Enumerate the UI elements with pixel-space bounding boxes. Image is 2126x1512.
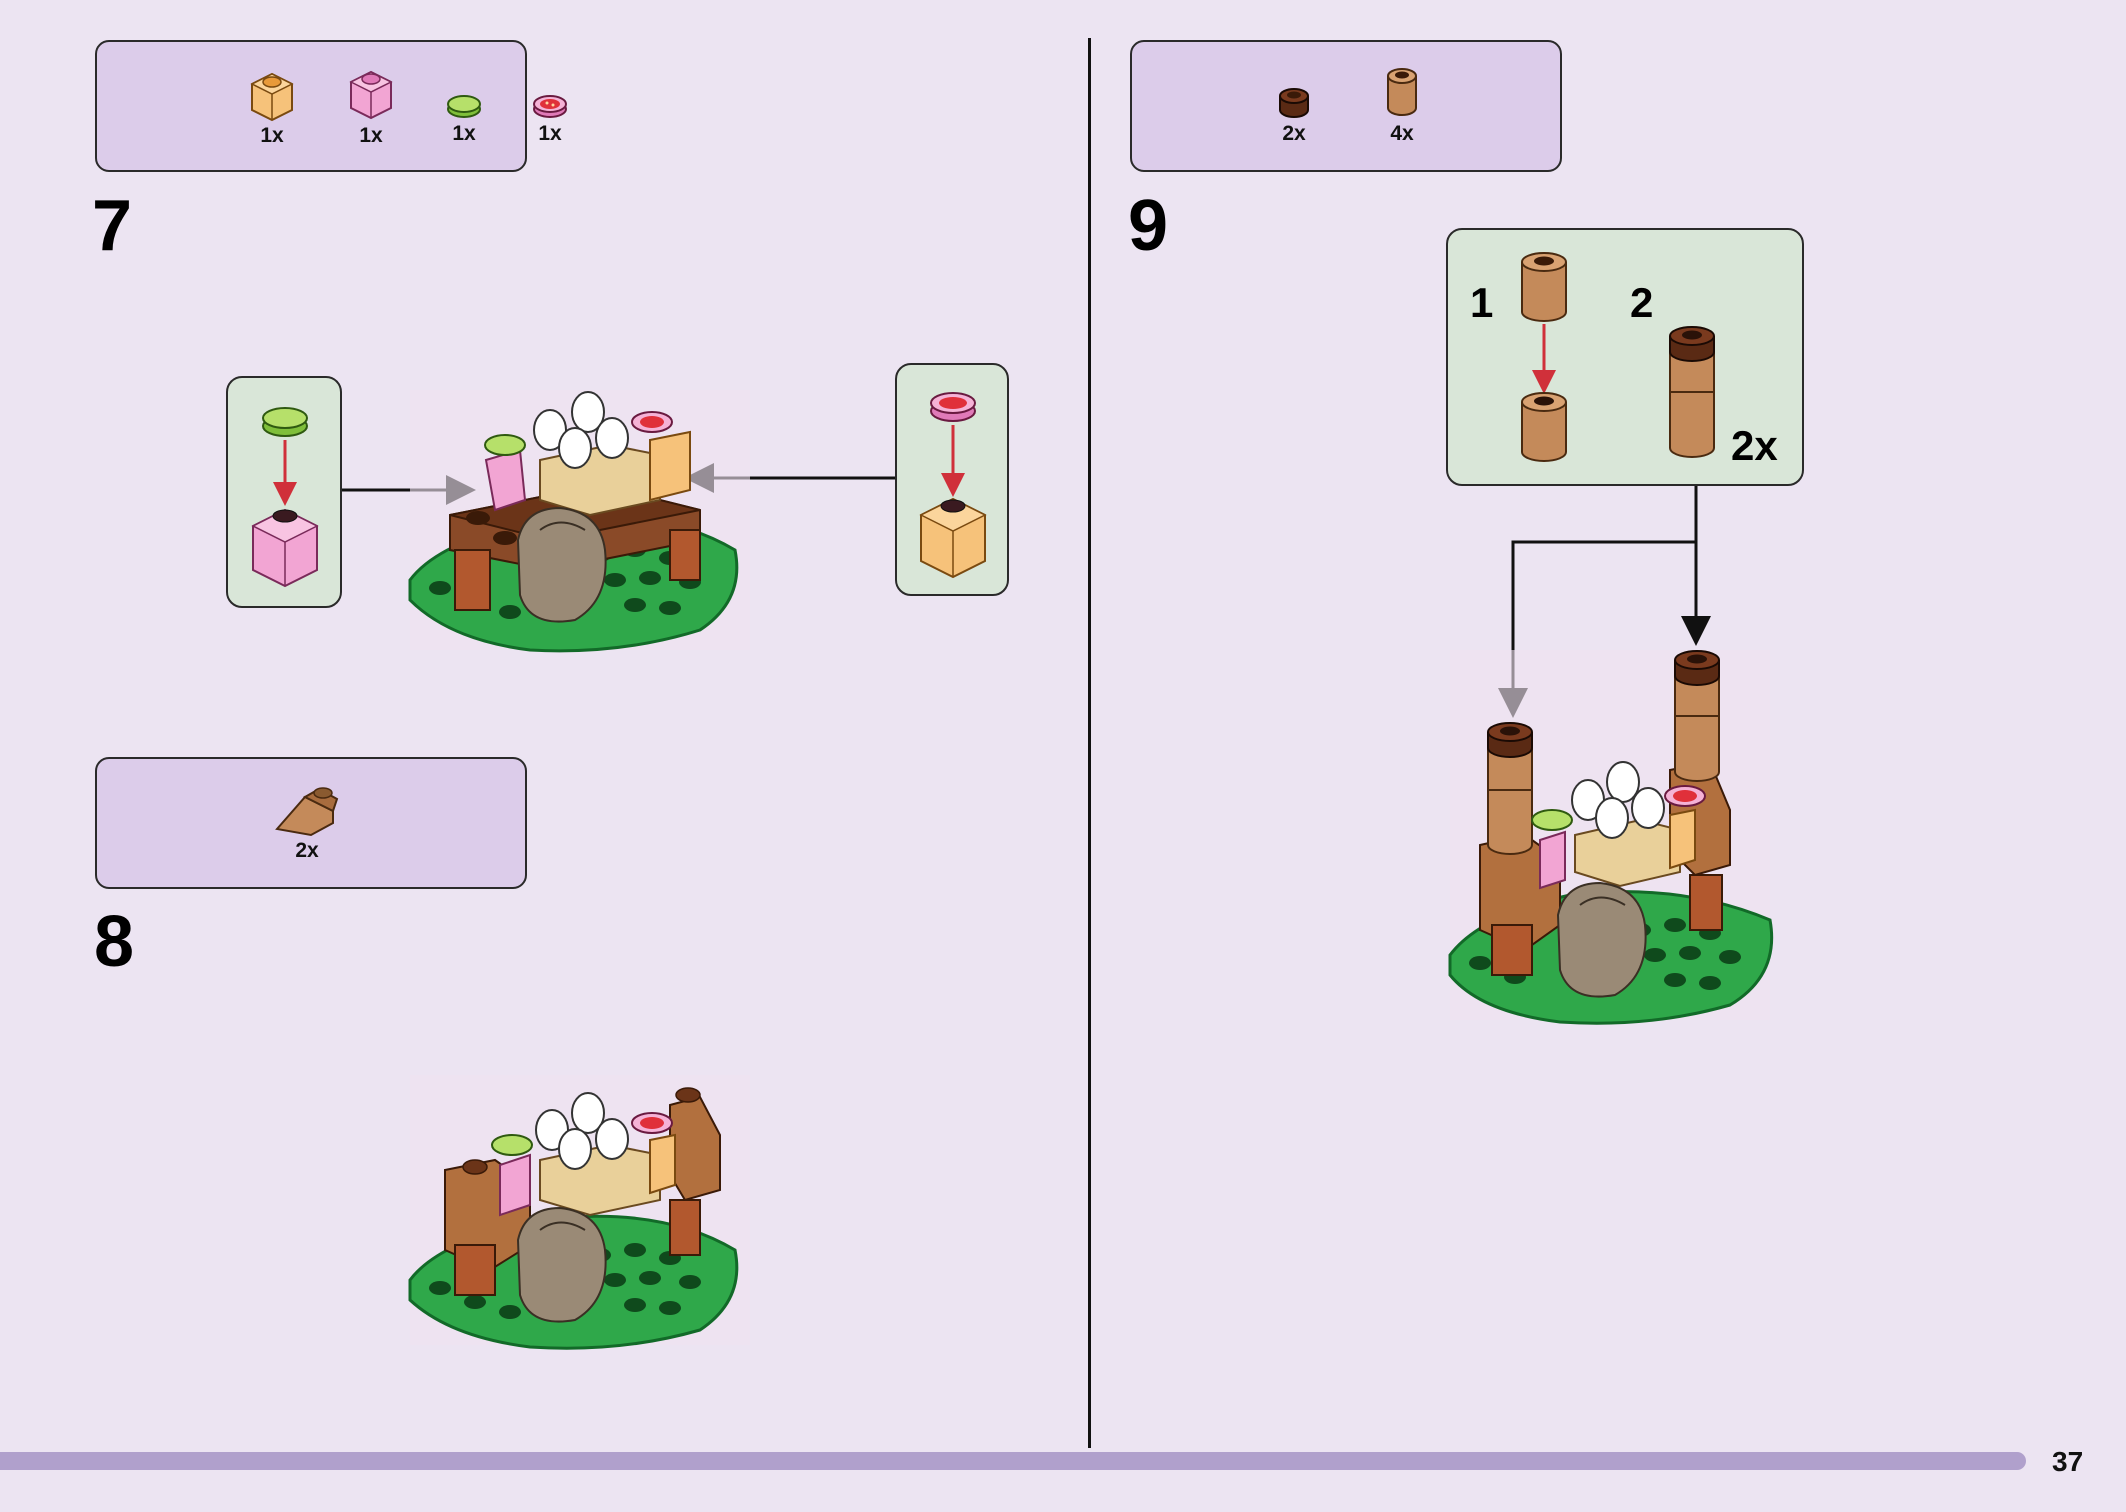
part-item: 2x: [1254, 86, 1334, 146]
step7-callout-left: [226, 376, 342, 608]
step7-parts-list: 1x 1x 1x 1x: [95, 40, 567, 172]
pink-printed-round-tile-icon: [533, 95, 567, 118]
step8-model-illustration: [408, 1075, 750, 1350]
pink-transparent-brick-icon: [349, 70, 393, 120]
part-quantity: 2x: [1282, 122, 1306, 145]
page-number: 37: [2052, 1446, 2084, 1477]
part-quantity: 1x: [538, 122, 562, 145]
lime-round-tile-icon: [447, 95, 481, 118]
subassembly-illustration: [1521, 252, 1715, 462]
tan-slope-brick-icon: [275, 787, 339, 837]
substep-multiplier: 2x: [1731, 422, 1778, 469]
assembly-callout-illustration: [251, 407, 319, 588]
part-quantity: 2x: [295, 839, 319, 862]
part-item: 2x: [267, 777, 347, 863]
substep-number: 1: [1470, 279, 1494, 326]
step9-model-illustration: [1448, 650, 1774, 1025]
step8-parts-list: 2x: [95, 757, 527, 889]
dark-brown-round-brick-icon: [1279, 88, 1309, 118]
part-quantity: 4x: [1390, 122, 1414, 145]
part-item: 1x: [331, 62, 411, 148]
step7-model-illustration: [408, 390, 750, 653]
assembly-callout-illustration: [919, 392, 987, 579]
part-quantity: 1x: [260, 124, 284, 147]
part-item: 4x: [1362, 66, 1442, 146]
page-divider: [1088, 38, 1091, 1448]
step7-callout-right: [895, 363, 1009, 596]
light-brown-round-brick-icon: [1387, 68, 1417, 116]
part-quantity: 1x: [452, 122, 476, 145]
substep-number: 2: [1630, 279, 1654, 326]
part-item: 1x: [424, 92, 504, 146]
part-quantity: 1x: [359, 124, 383, 147]
part-item: 1x: [510, 92, 590, 146]
step-number: 7: [92, 186, 133, 266]
step9-parts-list: 2x 4x: [1130, 40, 1562, 172]
step9-subassembly-callout: 1 2 2x: [1446, 228, 1804, 486]
part-item: 1x: [232, 66, 312, 148]
progress-bar: [0, 1452, 2026, 1470]
step-number: 8: [94, 902, 135, 982]
orange-transparent-brick-icon: [250, 72, 294, 122]
step-number: 9: [1128, 186, 1169, 266]
